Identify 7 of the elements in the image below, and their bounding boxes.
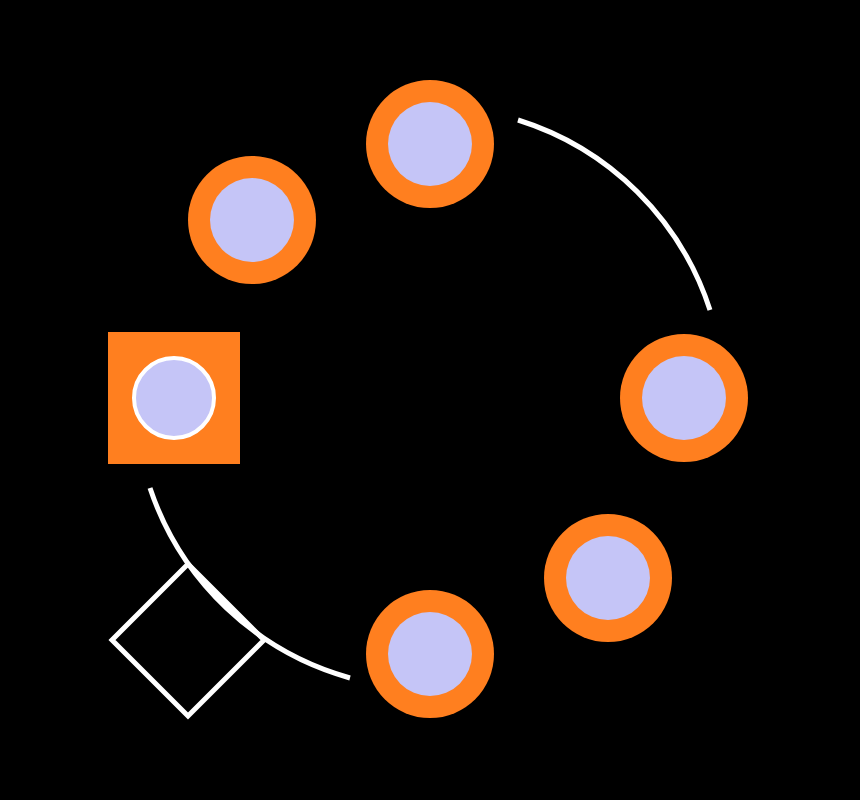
- round-pad: [618, 332, 750, 464]
- square-pad: [108, 332, 240, 464]
- round-pad: [364, 588, 496, 720]
- round-pad: [364, 78, 496, 210]
- round-pad: [542, 512, 674, 644]
- round-pad: [186, 154, 318, 286]
- diamond-outline: [108, 560, 268, 720]
